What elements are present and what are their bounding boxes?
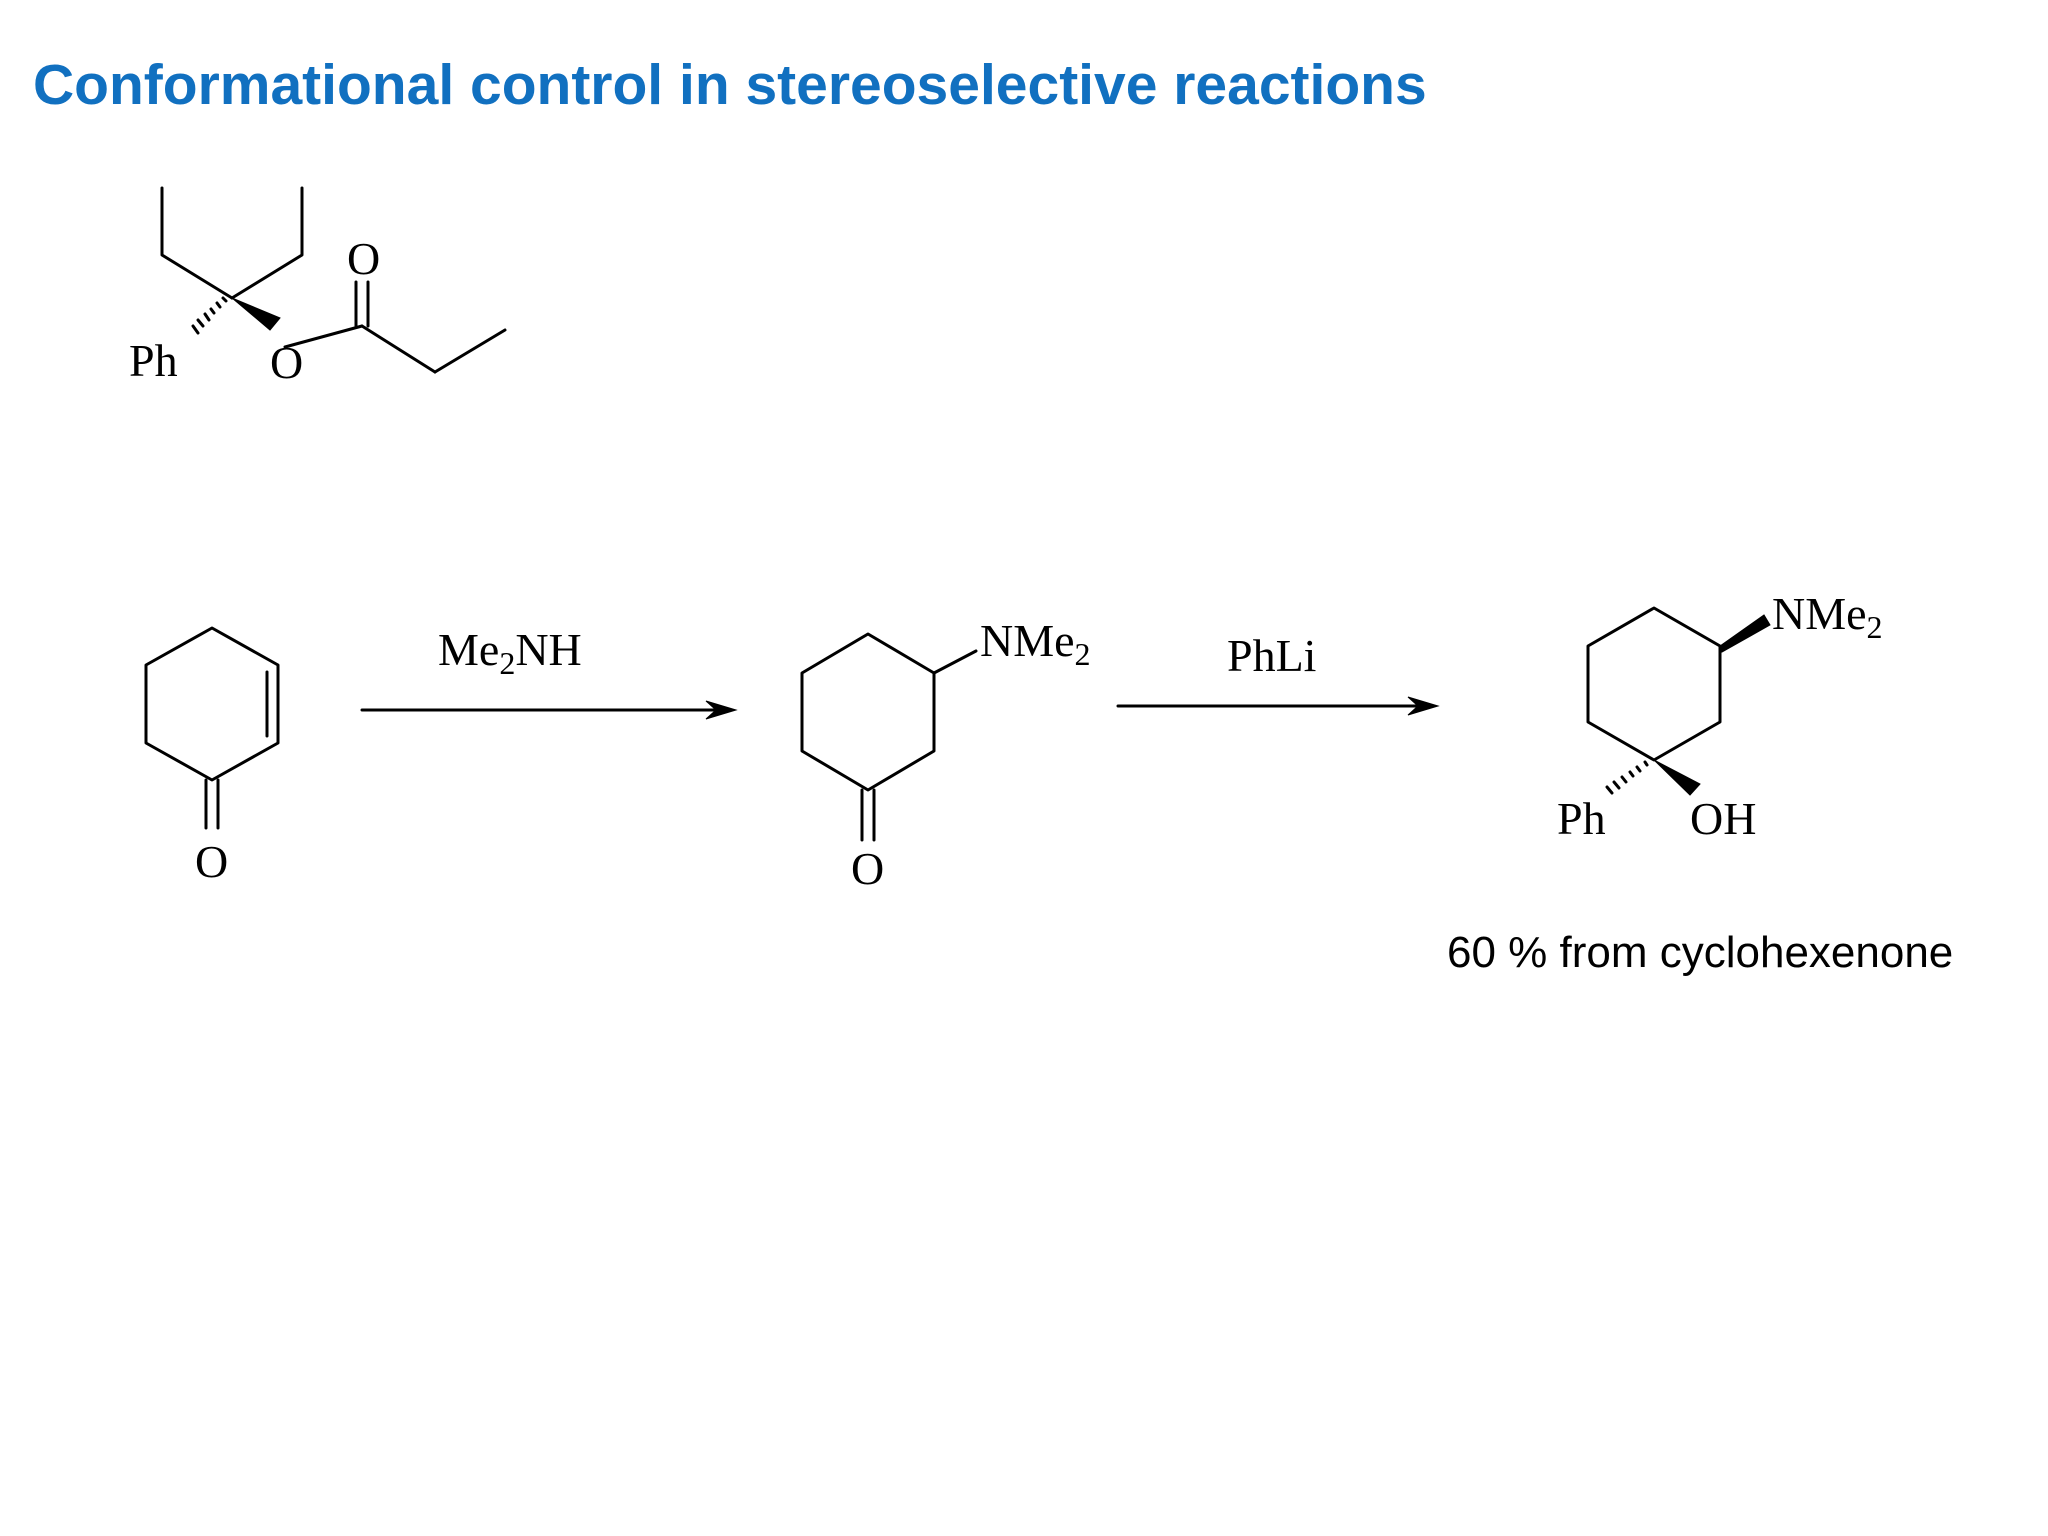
aminoketone-structure: NMe2 O: [800, 615, 1091, 894]
step1-arrow: [360, 700, 738, 720]
ester-carbonyl-oxygen-label: O: [347, 233, 380, 284]
tertiary-ester-structure: Ph O O: [129, 186, 507, 388]
step1-reagent-label: Me2NH: [438, 624, 582, 681]
yield-caption: 60 % from cyclohexenone: [1447, 928, 1954, 977]
ester-stereo-wedge: [231, 297, 281, 331]
step2-arrow: [1116, 696, 1440, 716]
cyclohexenone-oxygen-label: O: [195, 836, 228, 887]
slide-title: Conformational control in stereoselectiv…: [33, 53, 1427, 117]
aminoketone-amine-label: NMe2: [980, 615, 1091, 672]
product-amine-label: NMe2: [1772, 588, 1883, 645]
product-amine-wedge: [1719, 614, 1771, 653]
product-hydroxyl-label: OH: [1690, 793, 1756, 844]
cyclohexenone-structure: O: [144, 626, 280, 887]
step2-reagent-label: PhLi: [1227, 630, 1316, 681]
aminoketone-oxygen-label: O: [851, 843, 884, 894]
ester-ph-label: Ph: [129, 335, 178, 386]
product-hydroxyl-wedge: [1653, 759, 1701, 796]
product-ph-label: Ph: [1557, 793, 1606, 844]
ester-bonds: [160, 186, 507, 374]
ester-oxygen-label: O: [270, 337, 303, 388]
step1-arrowhead: [705, 700, 738, 720]
cyclohexenone-ring: [144, 626, 280, 782]
aminoketone-ring: [800, 632, 936, 792]
product-ring: [1586, 606, 1722, 762]
amino-alcohol-structure: NMe2 Ph OH: [1557, 588, 1883, 844]
step2-arrowhead: [1407, 696, 1440, 716]
